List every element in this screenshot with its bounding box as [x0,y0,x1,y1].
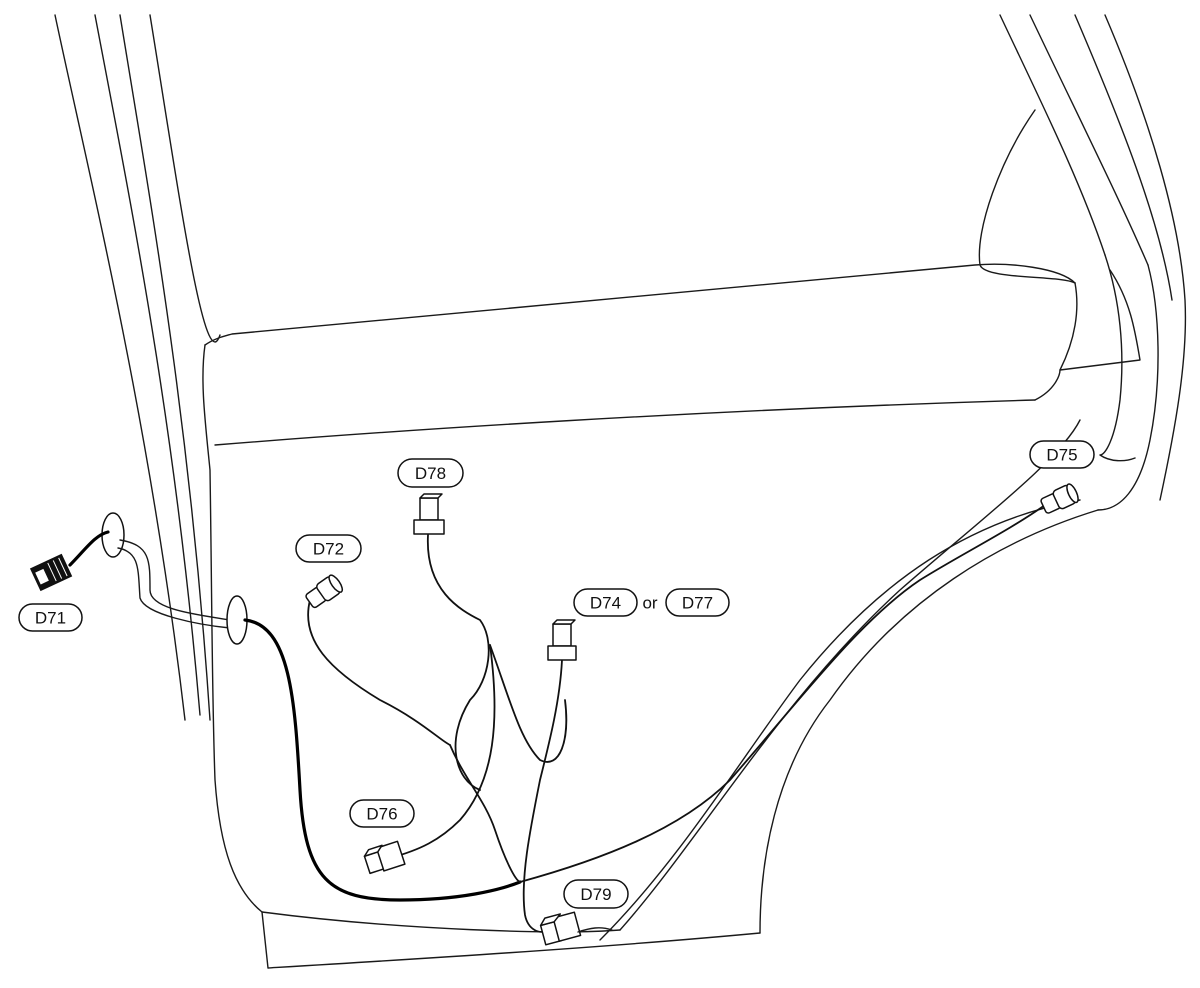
label-d74: D74 [573,588,638,617]
svg-text:D71: D71 [35,609,66,628]
connector-d78-icon [413,493,445,535]
door-outline [202,14,1187,969]
label-d75: D75 [1029,440,1095,469]
svg-text:D72: D72 [313,540,344,559]
connector-d79-icon [539,911,613,946]
svg-text:D79: D79 [580,885,611,904]
svg-text:D74: D74 [590,594,621,613]
svg-text:D76: D76 [366,805,397,824]
connector-d75-icon [1040,483,1079,514]
body-pillar-outline [54,14,221,721]
label-d79: D79 [563,879,629,909]
svg-text:D77: D77 [682,594,713,613]
label-or: or [642,594,657,613]
label-d76: D76 [349,799,415,828]
label-d77: D77 [665,588,730,617]
grommet-outer [101,512,231,629]
harness-wiring [68,504,1046,933]
connector-d71-icon [29,553,73,592]
svg-text:D75: D75 [1046,446,1077,465]
label-d78: D78 [397,458,464,488]
connector-d74-d77-icon [547,619,577,661]
label-d72: D72 [295,534,362,563]
label-d71: D71 [18,603,83,632]
svg-text:D78: D78 [415,464,446,483]
connector-d72-icon [305,574,344,609]
connector-d76-icon [363,840,406,875]
